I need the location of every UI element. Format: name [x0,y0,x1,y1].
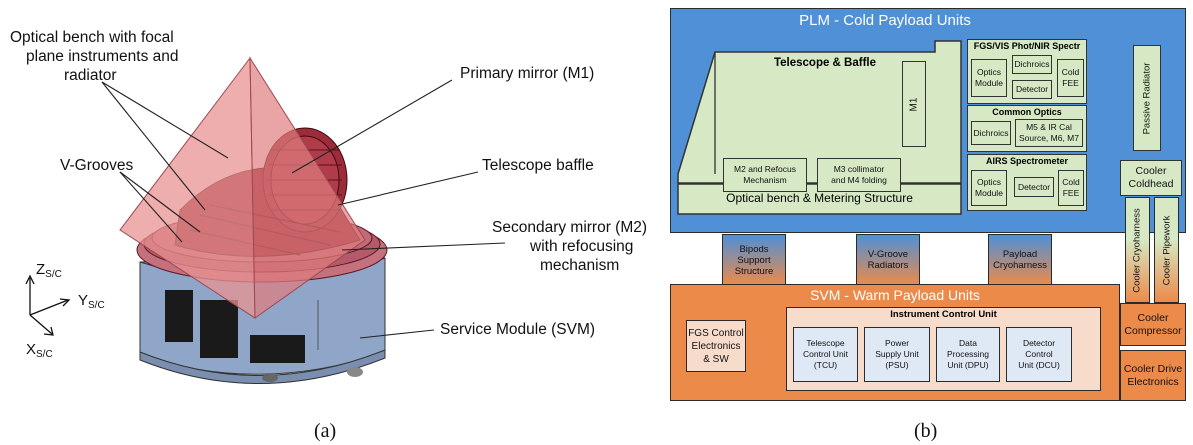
leader-lines [101,79,506,339]
telescope-baffle-title: Telescope & Baffle [773,57,877,69]
label-primary-mirror: Primary mirror (M1) [460,65,594,82]
icu-title: Instrument Control Unit [890,309,997,320]
service-module-body [139,257,386,384]
fgs-detector-box: Detector [1012,80,1052,99]
label-optical-bench-2: plane instruments and [26,48,179,65]
label-telescope-baffle: Telescope baffle [482,157,594,174]
axis-x-label: XS/C [26,341,53,360]
cooler-cryoharness-box: Cooler Cryoharness [1125,197,1150,303]
optical-bench-label: Optical bench & Metering Structure [726,191,913,205]
axis-y-label: YS/C [78,292,105,311]
axes-triad [25,274,71,336]
common-dichroics-box: Dichroics [971,121,1011,145]
fgs-title: FGS/VIS Phot/NIR Spectr [973,41,1081,51]
label-secondary-mirror-3: mechanism [540,257,619,274]
telescope-baffle-block [677,40,962,215]
label-service-module: Service Module (SVM) [440,321,595,338]
fgs-dichroics-box: Dichroics [1012,55,1052,74]
caption-a: (a) [314,420,337,442]
spacecraft-illustration: Optical bench with focal plane instrumen… [10,29,647,384]
axis-z-label: ZS/C [36,261,62,280]
svm-title: SVM - Warm Payload Units [810,287,980,303]
label-v-grooves: V-Grooves [60,157,133,174]
m1-box: M1 [902,61,926,147]
cooler-pipework-box: Cooler Pipework [1154,197,1179,303]
label-optical-bench-3: radiator [64,67,117,84]
label-secondary-mirror: Secondary mirror (M2) [492,219,647,236]
passive-radiator-box: Passive Radiator [1133,45,1161,151]
airs-title: AIRS Spectrometer [985,156,1069,166]
caption-b: (b) [914,420,938,442]
plm-title: PLM - Cold Payload Units [799,12,971,29]
label-secondary-mirror-2: with refocusing [529,238,633,255]
airs-detector-box: Detector [1014,177,1054,197]
label-optical-bench: Optical bench with focal [10,29,174,46]
common-optics-title: Common Optics [992,107,1062,117]
